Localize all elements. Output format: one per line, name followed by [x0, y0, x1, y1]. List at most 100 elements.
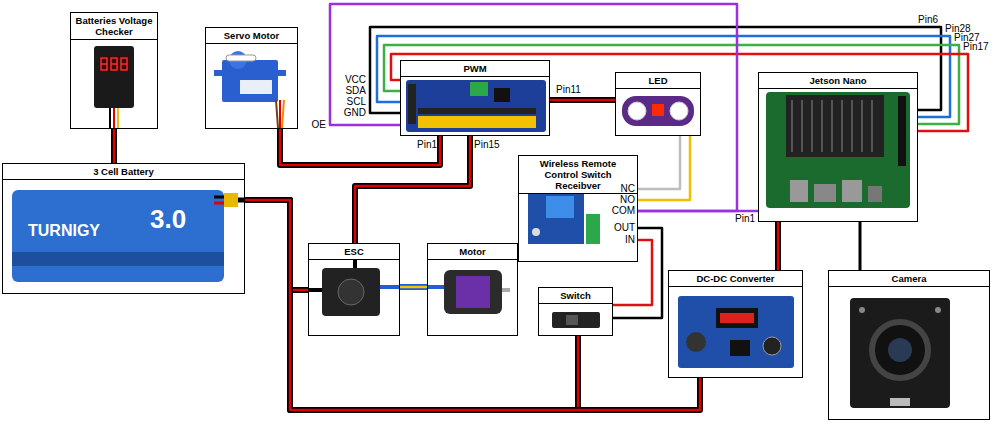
component-title: Camera [829, 271, 989, 287]
pin-name: Pin1 [417, 140, 437, 150]
component-title: PWM [401, 61, 549, 77]
motor-picture-part [444, 270, 502, 314]
servo-picture-part [226, 55, 256, 61]
wire [638, 136, 690, 200]
switch-picture [552, 312, 600, 328]
receiver-board-picture-part [532, 228, 540, 236]
dc-dc-converter-picture-part [678, 296, 794, 368]
wire-inner [777, 222, 779, 270]
dc-dc-converter-picture-part [716, 308, 758, 328]
terminal-name: NO [620, 195, 635, 205]
wire-inner [355, 136, 470, 243]
jetson-board-picture-part-part [861, 100, 863, 152]
camera-picture-part [935, 307, 941, 313]
jetson-board-picture-part-part [851, 100, 853, 152]
component-title: Batteries Voltage Checker [71, 13, 157, 40]
esc-picture-part [338, 279, 364, 305]
pwm-board-picture-part [470, 82, 488, 96]
voltage-checker-picture-part-part [121, 63, 127, 64]
brand-text: TURNIGY [28, 222, 100, 240]
jetson-board-picture-part-part [791, 100, 793, 152]
wire-outer [245, 200, 308, 290]
wire-outer [400, 284, 427, 290]
switch-picture-part [552, 312, 600, 328]
jetson-board-picture-part-part [831, 100, 833, 152]
jetson-board-picture-part [786, 95, 884, 157]
jetson-box: Jetson Nano [758, 72, 918, 222]
terminal-name: NC [621, 184, 635, 194]
voltage-checker-picture-part [117, 108, 119, 128]
jetson-board-picture-part [814, 184, 836, 202]
pin-name: OE [312, 120, 326, 130]
jetson-board-picture-part [898, 96, 906, 166]
wire-connector [245, 200, 578, 410]
voltage-checker-picture-part-part [101, 63, 107, 64]
receiver-board-picture-part [586, 214, 600, 244]
wire-outer [245, 200, 700, 410]
wire-connector [245, 200, 308, 290]
component-title: Servo Motor [206, 28, 297, 44]
voltage-checker-picture-part-part [111, 58, 117, 70]
wire [391, 54, 968, 131]
jetson-board-picture-part [792, 100, 872, 152]
wire-connector [778, 222, 779, 270]
pin-name: Pin28 [945, 24, 971, 34]
wire-connector [860, 222, 861, 270]
wire-outer [280, 129, 440, 165]
battery-picture-part [224, 193, 238, 207]
pin-name: SDA [345, 86, 366, 96]
pwm-box: PWM [400, 60, 550, 136]
wire-connector [280, 129, 440, 165]
camera-picture-part [850, 298, 950, 408]
jetson-board-picture-part [868, 186, 882, 202]
wire-connector [638, 211, 758, 212]
voltage-checker-picture [94, 46, 134, 128]
dc-dc-converter-picture-part [730, 340, 750, 356]
component-title: ESC [309, 244, 399, 260]
component-title: Motor [428, 244, 517, 260]
pin-name: Pin11 [556, 85, 581, 95]
wire-connector [550, 100, 615, 101]
dc-dc-converter-picture-part [720, 313, 754, 323]
pin-name: Pin27 [954, 33, 980, 43]
voltage-checker-picture-part [94, 46, 134, 108]
wire-connector [377, 36, 950, 117]
wire [370, 27, 941, 113]
pin-name: Pin6 [918, 15, 938, 25]
wire-outer [111, 129, 117, 163]
jetson-board-picture-part [766, 92, 910, 208]
jetson-board-picture-part-part [871, 100, 873, 152]
battery-picture-part [12, 190, 224, 282]
battery-picture-part [12, 252, 224, 266]
battery-box: 3 Cell Battery [2, 163, 245, 294]
pwm-board-picture-part [418, 116, 536, 128]
receiver-board-picture [528, 192, 600, 244]
terminal-name: OUT [614, 223, 635, 233]
jetson-board-picture-part-part [821, 100, 823, 152]
voltage-checker-picture-part [109, 108, 111, 128]
wire [613, 228, 662, 318]
terminal-name: IN [625, 235, 635, 245]
component-title: 3 Cell Battery [3, 164, 244, 180]
wire-outer [245, 200, 578, 410]
camera-box: Camera [828, 270, 990, 420]
wire-inner [400, 286, 427, 288]
esc-picture-part [322, 268, 380, 316]
pin-name: Pin1 [735, 214, 755, 224]
dc-dc-converter-picture [678, 296, 794, 368]
capacity-text: 3.0 [150, 204, 186, 234]
wire-connector [330, 4, 737, 211]
voltage-checker-picture-part [99, 56, 129, 72]
pin-name: VCC [345, 75, 366, 85]
esc-box: ESC [308, 243, 400, 336]
terminal-name: COM [612, 206, 635, 216]
wire-outer [355, 136, 470, 243]
receiver-board-picture-part [528, 192, 584, 244]
checker-box: Batteries Voltage Checker [70, 12, 158, 129]
servo-box: Servo Motor [205, 27, 298, 129]
jetson-board-picture [766, 92, 910, 208]
wire-inner [245, 200, 700, 410]
